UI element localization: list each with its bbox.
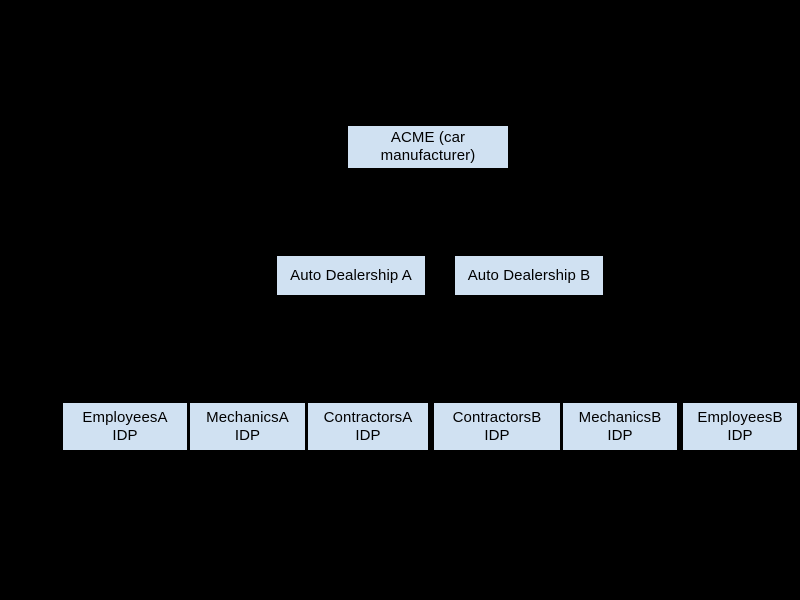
node-auto-dealership-a-label: Auto Dealership A — [290, 266, 412, 284]
node-employeesa-idp[interactable]: EmployeesA IDP — [63, 403, 187, 450]
node-contractorsb-idp[interactable]: ContractorsB IDP — [434, 403, 560, 450]
node-auto-dealership-b[interactable]: Auto Dealership B — [455, 256, 603, 295]
node-mechanicsa-idp[interactable]: MechanicsA IDP — [190, 403, 305, 450]
node-mechanicsb-idp[interactable]: MechanicsB IDP — [563, 403, 677, 450]
node-contractorsa-idp-label: ContractorsA IDP — [323, 408, 413, 444]
node-contractorsb-idp-label: ContractorsB IDP — [452, 408, 542, 444]
node-mechanicsa-idp-label: MechanicsA IDP — [206, 408, 289, 444]
node-auto-dealership-b-label: Auto Dealership B — [467, 266, 591, 284]
node-contractorsa-idp[interactable]: ContractorsA IDP — [308, 403, 428, 450]
node-mechanicsb-idp-label: MechanicsB IDP — [578, 408, 662, 444]
node-acme[interactable]: ACME (car manufacturer) — [348, 126, 508, 168]
node-acme-label: ACME (car manufacturer) — [380, 129, 476, 164]
node-employeesa-idp-label: EmployeesA IDP — [82, 408, 168, 444]
node-employeesb-idp[interactable]: EmployeesB IDP — [683, 403, 797, 450]
node-auto-dealership-a[interactable]: Auto Dealership A — [277, 256, 425, 295]
node-employeesb-idp-label: EmployeesB IDP — [697, 408, 783, 444]
